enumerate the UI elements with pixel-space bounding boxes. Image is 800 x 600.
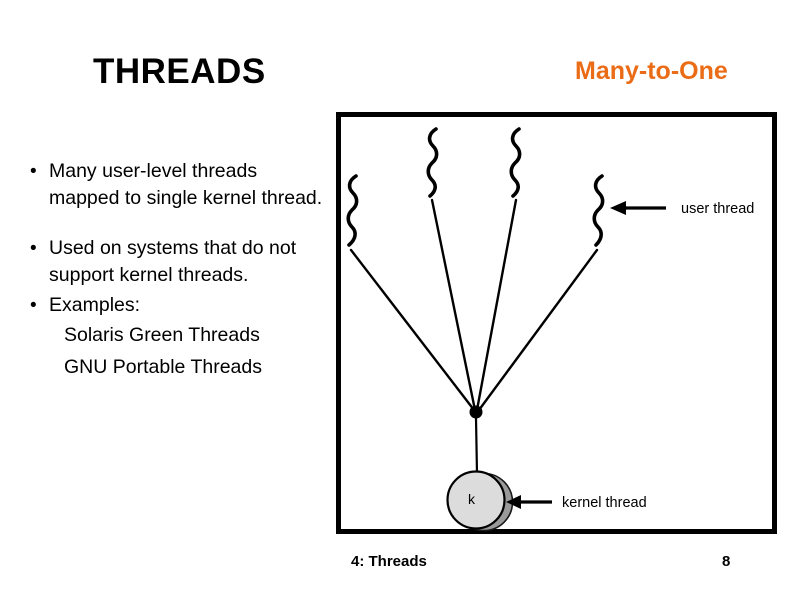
variant-title: Many-to-One [575, 57, 728, 85]
list-item: • Used on systems that do not support ke… [26, 235, 326, 289]
kernel-thread-label: kernel thread [562, 495, 647, 511]
diagram-frame [336, 112, 777, 534]
user-thread-label: user thread [681, 201, 755, 217]
bullet-marker: • [30, 295, 37, 316]
list-item: • Examples: [26, 292, 326, 319]
bullet-marker: • [30, 238, 37, 259]
bullet-text: Examples: [49, 294, 141, 316]
footer-page-number: 8 [722, 553, 731, 570]
bullet-marker: • [30, 161, 37, 182]
example-item-solaris: Solaris Green Threads [64, 324, 260, 346]
kernel-node-glyph: k [468, 491, 475, 507]
bullet-text: Many user-level threads mapped to single… [49, 160, 323, 209]
example-item-gnu: GNU Portable Threads [64, 356, 262, 378]
page-title: THREADS [93, 52, 266, 91]
spacer [26, 212, 326, 235]
list-item: • Many user-level threads mapped to sing… [26, 158, 326, 212]
bullet-list: • Many user-level threads mapped to sing… [26, 158, 326, 383]
footer-section-label: 4: Threads [351, 553, 427, 570]
bullet-text: Used on systems that do not support kern… [49, 237, 297, 286]
